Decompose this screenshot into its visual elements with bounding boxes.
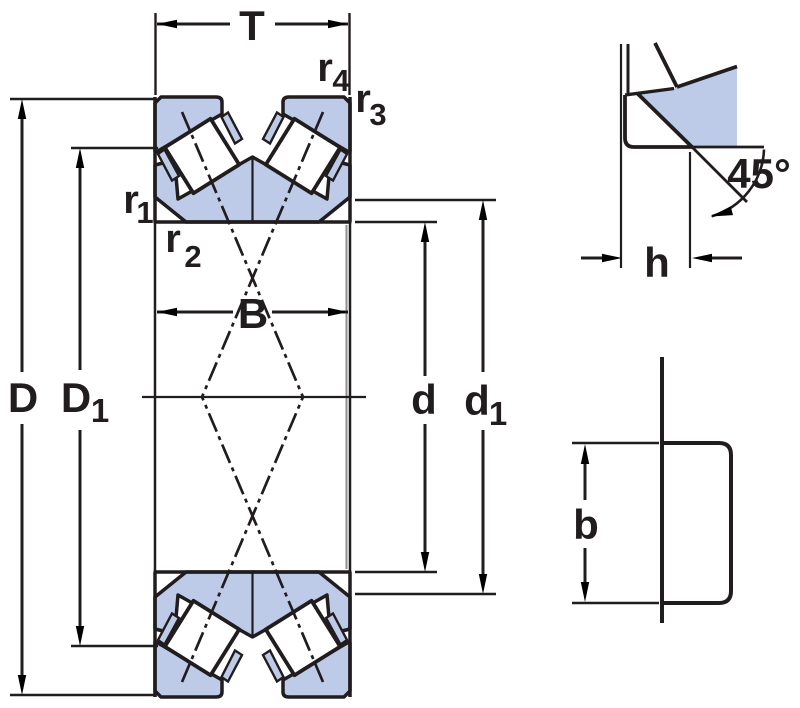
- arrowhead: [328, 19, 348, 29]
- angle-chamfer-extension: [691, 146, 748, 203]
- dim-label-B: B: [238, 290, 268, 337]
- arrowhead: [710, 206, 733, 217]
- detail-rib-top-edge: [624, 86, 675, 97]
- detail-roller-edge: [653, 42, 679, 88]
- dim-outer-diameter-D: D: [8, 97, 156, 697]
- arrowhead: [478, 574, 488, 594]
- dim-label-r1-base: r: [123, 178, 139, 222]
- dim-label-r2-sub: 2: [184, 239, 201, 274]
- dim-rib-diameter-d1: d 1: [355, 198, 507, 596]
- dim-label-r3-base: r: [355, 77, 371, 121]
- bottom-half-section: [153, 395, 352, 699]
- dim-bore-diameter-d: d: [355, 220, 437, 574]
- arrowhead: [420, 222, 430, 242]
- arrowhead: [17, 99, 27, 119]
- dim-label-r1-sub: 1: [136, 195, 153, 230]
- dim-shoulder-diameter-D1: D 1: [61, 146, 158, 648]
- arrowhead: [420, 552, 430, 572]
- dim-label-r4-base: r: [317, 46, 333, 90]
- arrowhead: [75, 148, 85, 168]
- dim-label-T: T: [239, 2, 265, 49]
- dim-label-h: h: [644, 239, 670, 286]
- face-band-rect: [660, 441, 733, 605]
- detail-rib-outline: [623, 95, 692, 149]
- detail-roller-fill: [655, 43, 737, 87]
- arrowhead: [602, 253, 622, 263]
- arrowhead: [478, 200, 488, 220]
- dim-label-d: d: [411, 376, 437, 423]
- face-band-detail-view: b: [572, 357, 733, 623]
- dim-label-r4-sub: 4: [332, 63, 350, 98]
- dim-label-D: D: [8, 374, 38, 421]
- arrowhead: [17, 675, 27, 695]
- dim-label-b: b: [573, 501, 599, 548]
- arrowhead: [157, 19, 177, 29]
- dim-label-r2-base: r: [165, 217, 181, 261]
- b-extension-lines: [572, 441, 659, 605]
- dim-inner-width-B: B: [157, 290, 348, 337]
- chamfer-detail-view: 45° h: [581, 42, 791, 286]
- angle-label-45: 45°: [727, 150, 791, 197]
- dim-label-D1-base: D: [61, 374, 91, 421]
- arrowhead: [580, 444, 590, 464]
- detail-rib-corner-fill: [625, 93, 692, 147]
- arrowhead: [580, 582, 590, 602]
- dim-width-T: T: [154, 2, 351, 95]
- arrowhead: [328, 307, 348, 317]
- detail-chamfer-line: [635, 91, 694, 149]
- arrowhead: [75, 626, 85, 646]
- arrowhead: [157, 307, 177, 317]
- dim-label-d1-base: d: [464, 377, 490, 424]
- dim-label-D1-sub: 1: [91, 392, 109, 429]
- detail-ring-fill: [637, 66, 737, 147]
- dim-label-d1-sub: 1: [489, 395, 507, 432]
- detail-roller-bottom-edge: [676, 64, 738, 89]
- arrowhead: [692, 253, 712, 263]
- dim-label-r3-sub: 3: [369, 97, 386, 132]
- radius-labels: r 1 r 2 r 4 r 3: [123, 46, 386, 274]
